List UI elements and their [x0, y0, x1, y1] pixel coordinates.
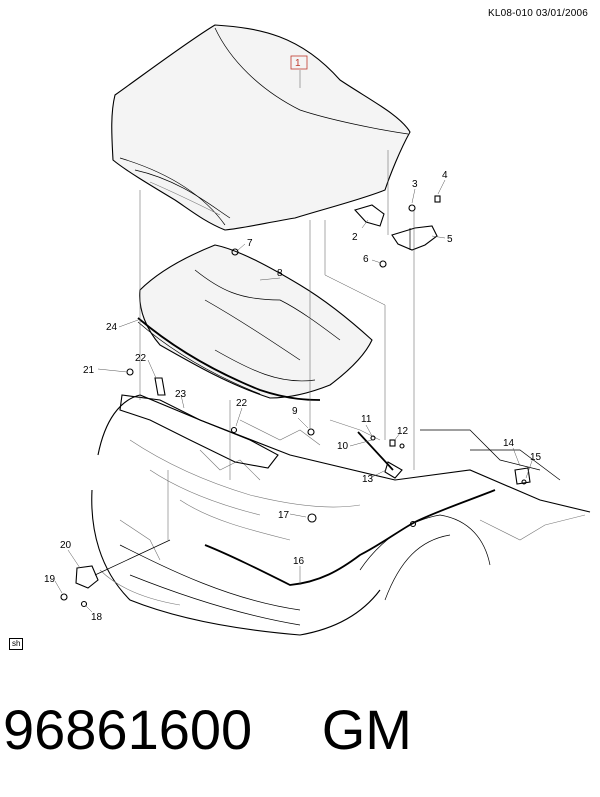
callout-7: 7: [247, 238, 253, 249]
callout-10: 10: [337, 441, 349, 452]
callout-23: 23: [175, 389, 187, 400]
callout-18: 18: [91, 612, 103, 623]
callout-3: 3: [412, 179, 418, 190]
callout-13: 13: [362, 474, 374, 485]
callout-14: 14: [503, 438, 515, 449]
reference-lines: [139, 150, 415, 540]
diagram-code: KL08-010 03/01/2006: [488, 8, 588, 19]
callout-9: 9: [292, 406, 298, 417]
hood-insulator-panel: [139, 244, 373, 399]
leader-lines: [54, 70, 534, 613]
callout-labels: 1 2 3 4 5 6 7 8 9 10 11 12 13 14 15 16 1…: [44, 55, 542, 623]
sh-badge: sh: [9, 638, 24, 650]
callout-6: 6: [363, 254, 369, 265]
callout-15: 15: [530, 452, 542, 463]
hood-hinge-assembly: [379, 195, 441, 268]
callout-5: 5: [447, 234, 453, 245]
vehicle-front-end: [91, 394, 591, 636]
callout-22-upper: 22: [135, 353, 147, 364]
part-number: 96861600: [3, 698, 253, 761]
callout-21: 21: [83, 365, 95, 376]
hood-latch: [60, 539, 171, 608]
callout-12: 12: [397, 426, 409, 437]
hood-bumper-part: [353, 204, 385, 227]
callout-19: 19: [44, 574, 56, 585]
brand-label: GM: [321, 698, 412, 761]
callout-20: 20: [60, 540, 72, 551]
hood-release-cable: [204, 489, 496, 586]
hood-seal-strip: [137, 317, 321, 401]
callout-22-lower: 22: [236, 398, 248, 409]
callout-1: 1: [295, 58, 301, 69]
hood-latch-support: [119, 394, 279, 469]
hood-prop-rod: [357, 431, 405, 479]
callout-2: 2: [352, 232, 358, 243]
callout-24: 24: [106, 322, 118, 333]
callout-8: 8: [277, 268, 283, 279]
hood-panel: [111, 24, 411, 231]
callout-11: 11: [361, 414, 372, 425]
hood-bumper-17: [307, 513, 317, 523]
callout-4: 4: [442, 170, 448, 181]
hood-assembly-diagram: 1 2 3 4 5 6 7 8 9 10 11 12 13 14 15 16 1…: [44, 24, 591, 636]
part-number-footer: 96861600 GM: [0, 694, 600, 766]
callout-17: 17: [278, 510, 290, 521]
callout-16: 16: [293, 556, 305, 567]
